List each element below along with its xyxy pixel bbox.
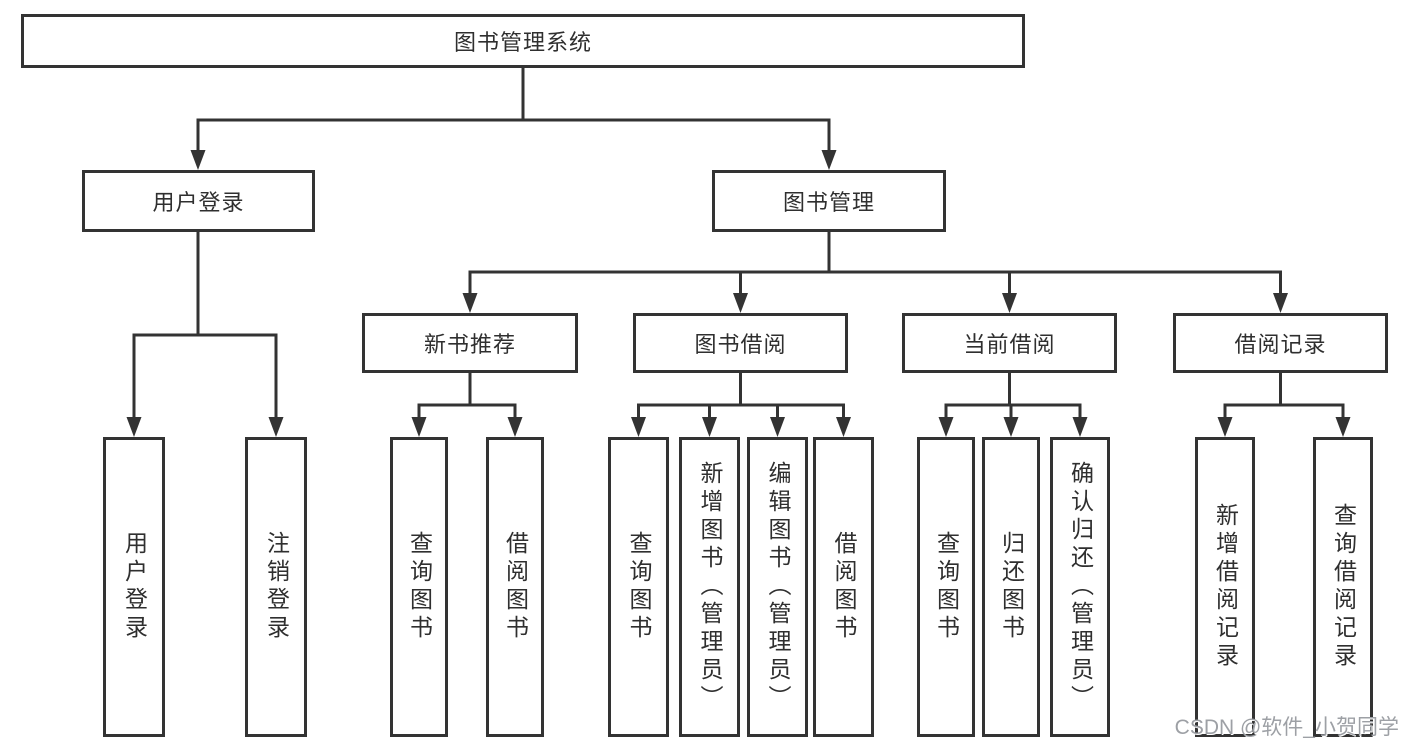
leaf-query-books-recommend: 查询图书	[390, 437, 448, 737]
csdn-watermark: CSDN @软件_小贺同学	[1174, 716, 1399, 739]
node-library-management-system: 图书管理系统	[21, 14, 1025, 68]
leaf-query-books-borrow: 查询图书	[608, 437, 669, 737]
leaf-query-borrow-record: 查询借阅记录	[1313, 437, 1373, 737]
leaf-borrow-books: 借阅图书	[813, 437, 874, 737]
connector-current-borrow-to-leaves	[938, 373, 1088, 437]
node-user-login: 用户登录	[82, 170, 315, 232]
leaf-borrow-books-recommend: 借阅图书	[486, 437, 544, 737]
node-borrow-records: 借阅记录	[1173, 313, 1388, 373]
node-book-borrow: 图书借阅	[633, 313, 848, 373]
connector-book-borrow-to-leaves	[631, 373, 851, 437]
connector-user-login-to-leaves	[126, 232, 284, 437]
node-current-borrow: 当前借阅	[902, 313, 1117, 373]
connector-new-book-recommend-to-leaves	[411, 373, 523, 437]
connector-book-management-to-level3	[462, 232, 1288, 313]
node-book-management: 图书管理	[712, 170, 946, 232]
node-new-book-recommend: 新书推荐	[362, 313, 578, 373]
leaf-edit-books-admin: 编辑图书（管理员）	[747, 437, 808, 737]
leaf-add-books-admin: 新增图书（管理员）	[679, 437, 740, 737]
leaf-query-books-current: 查询图书	[917, 437, 975, 737]
connector-borrow-records-to-leaves	[1217, 373, 1351, 437]
leaf-return-books: 归还图书	[982, 437, 1040, 737]
leaf-user-login: 用户登录	[103, 437, 165, 737]
leaf-add-borrow-record: 新增借阅记录	[1195, 437, 1255, 737]
connector-root-to-level2	[190, 68, 837, 170]
leaf-logout: 注销登录	[245, 437, 307, 737]
leaf-confirm-return-admin: 确认归还（管理员）	[1050, 437, 1110, 737]
